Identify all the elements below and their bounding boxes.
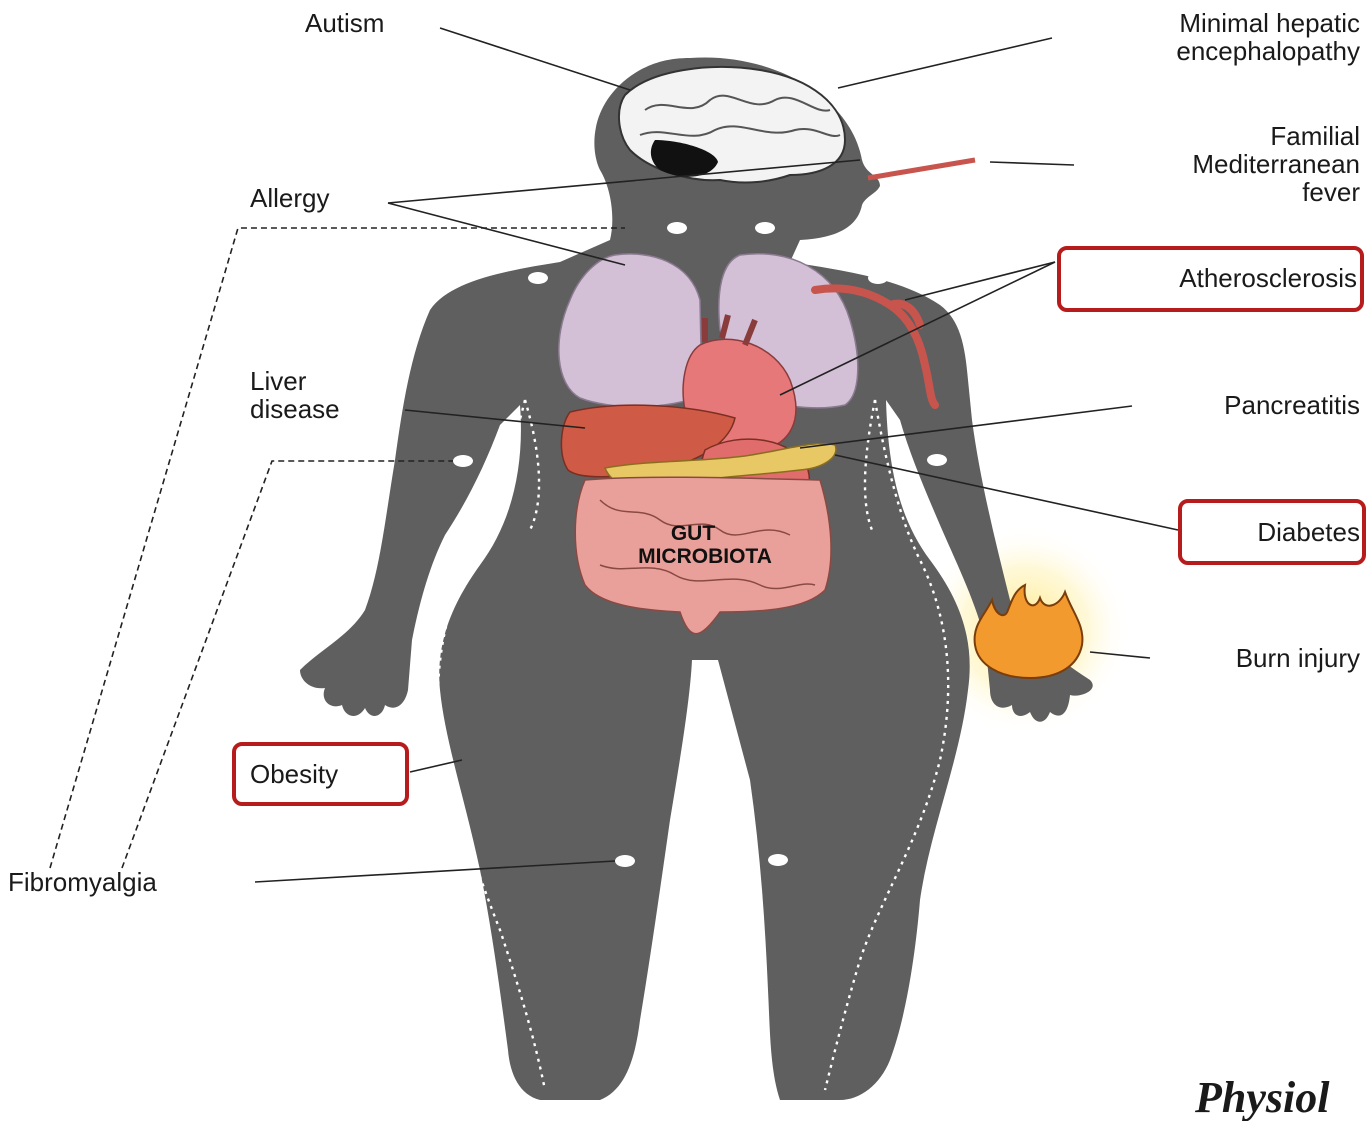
label-diabetes: Diabetes — [1257, 517, 1360, 547]
joint-dot — [615, 855, 635, 867]
label-fibromyalgia: Fibromyalgia — [8, 867, 157, 897]
label-allergy: Allergy — [250, 183, 329, 213]
label-microbiota: MICROBIOTA — [638, 545, 772, 568]
label-atherosclerosis: Atherosclerosis — [1179, 263, 1357, 293]
joint-dot — [768, 854, 788, 866]
physiol-watermark: Physiol — [1194, 1073, 1330, 1121]
label-minimal-hepatic: Minimal hepatic — [1179, 8, 1360, 38]
label-fever: fever — [1302, 177, 1360, 207]
label-burn-injury: Burn injury — [1236, 643, 1360, 673]
label-autism: Autism — [305, 8, 384, 38]
joint-dot — [667, 222, 687, 234]
label-disease: disease — [250, 394, 340, 424]
label-liver: Liver — [250, 366, 307, 396]
joint-dot — [528, 272, 548, 284]
label-familial: Familial — [1270, 121, 1360, 151]
label-encephalopathy: encephalopathy — [1176, 36, 1360, 66]
label-mediterranean: Mediterranean — [1192, 149, 1360, 179]
joint-dot — [927, 454, 947, 466]
joint-dot — [453, 455, 473, 467]
label-obesity: Obesity — [250, 759, 338, 789]
label-pancreatitis: Pancreatitis — [1224, 390, 1360, 420]
label-gut: GUT — [671, 522, 716, 545]
joint-dot — [755, 222, 775, 234]
joint-dot — [868, 272, 888, 284]
